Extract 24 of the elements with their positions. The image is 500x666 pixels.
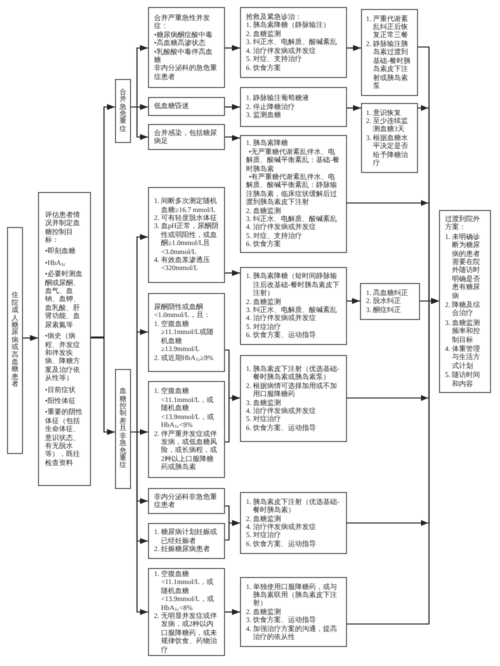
process-box bbox=[148, 523, 225, 559]
process-box bbox=[240, 135, 347, 253]
process-box bbox=[361, 9, 418, 96]
process-box bbox=[439, 210, 491, 393]
process-box bbox=[7, 227, 23, 454]
process-box bbox=[148, 124, 225, 150]
process-box bbox=[148, 293, 225, 372]
process-box bbox=[115, 369, 131, 489]
process-box bbox=[360, 283, 420, 320]
process-box bbox=[240, 355, 347, 442]
process-box bbox=[240, 267, 347, 345]
process-box bbox=[148, 7, 225, 88]
process-box bbox=[148, 488, 225, 514]
process-box bbox=[115, 79, 131, 143]
process-box bbox=[148, 381, 225, 478]
process-box bbox=[240, 492, 347, 554]
process-box bbox=[148, 97, 225, 116]
process-box bbox=[148, 187, 225, 283]
process-box bbox=[240, 7, 347, 78]
process-box bbox=[240, 87, 347, 127]
process-box bbox=[361, 103, 418, 173]
process-box bbox=[148, 568, 225, 656]
process-box bbox=[240, 577, 347, 647]
process-box bbox=[38, 192, 91, 486]
